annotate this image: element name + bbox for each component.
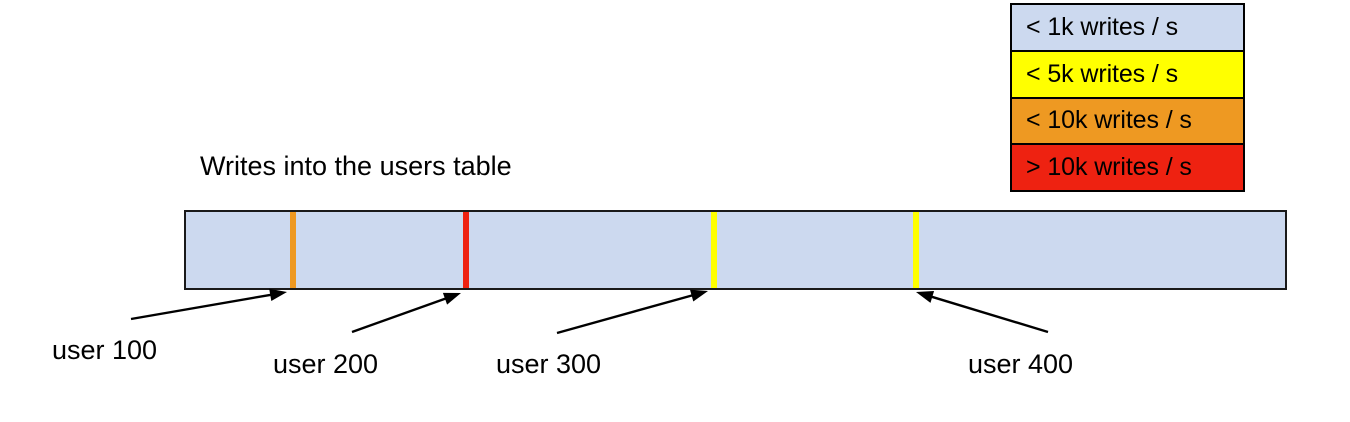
annotation-arrow-head-3 [689,289,708,302]
annotation-arrow-head-1 [269,288,287,302]
legend-row-10k-over: > 10k writes / s [1012,145,1243,190]
stripe-user-200 [463,212,469,288]
legend-label-1k: < 1k writes / s [1026,12,1179,41]
annotation-label-user-200: user 200 [273,349,379,379]
annotation-arrow-head-2 [442,292,461,305]
legend-label-10k-over: > 10k writes / s [1026,153,1192,182]
annotation-label-user-300: user 300 [496,349,602,379]
annotation-arrow-line-3 [556,293,695,335]
stripe-user-400 [913,212,919,288]
annotation-arrow-line-1 [130,293,274,321]
annotation-label-user-400: user 400 [968,349,1074,379]
legend: < 1k writes / s < 5k writes / s < 10k wr… [1010,3,1245,192]
annotation-arrow-line-4 [929,294,1049,334]
stripe-user-300 [711,212,717,288]
legend-row-10k-under: < 10k writes / s [1012,98,1243,146]
legend-row-5k: < 5k writes / s [1012,51,1243,99]
annotation-arrow-line-2 [351,296,449,334]
legend-label-5k: < 5k writes / s [1026,59,1179,88]
annotation-label-user-100: user 100 [52,335,158,365]
annotation-arrow-head-4 [916,290,935,303]
chart-title: Writes into the users table [200,151,512,181]
legend-label-10k-under: < 10k writes / s [1026,106,1192,135]
legend-row-1k: < 1k writes / s [1012,5,1243,52]
stripe-user-100 [290,212,296,288]
users-table-bar [184,210,1287,290]
